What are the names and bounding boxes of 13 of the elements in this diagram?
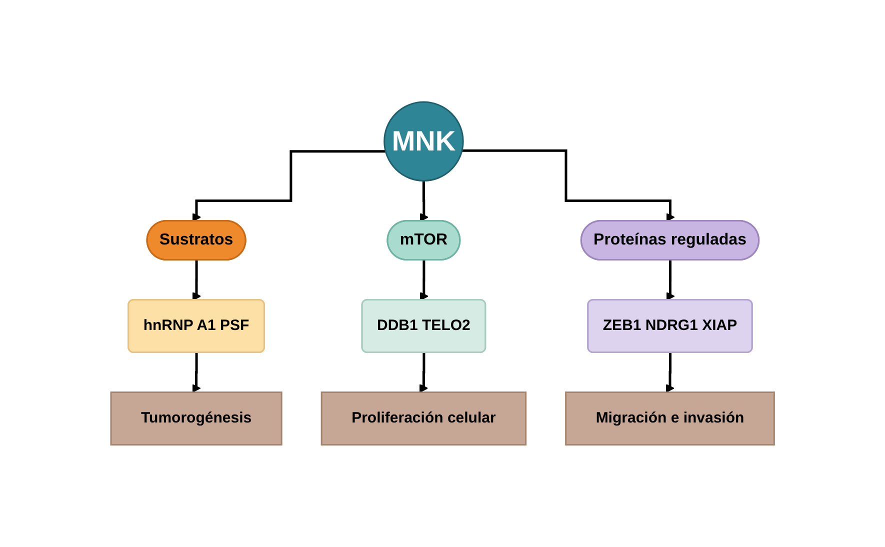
arrow xyxy=(420,259,428,301)
arrow xyxy=(666,259,675,301)
arrow xyxy=(192,259,201,301)
arrow xyxy=(419,352,428,393)
arrow xyxy=(420,180,428,222)
arrow xyxy=(666,352,674,393)
arrow xyxy=(192,352,201,393)
arrow xyxy=(192,150,386,222)
node-box: Migración e invasión xyxy=(564,392,775,446)
arrow xyxy=(462,149,675,222)
node-box: Proliferación celular xyxy=(320,392,526,446)
node-circle: MNK xyxy=(383,101,464,182)
node-box: Tumorogénesis xyxy=(110,392,282,446)
